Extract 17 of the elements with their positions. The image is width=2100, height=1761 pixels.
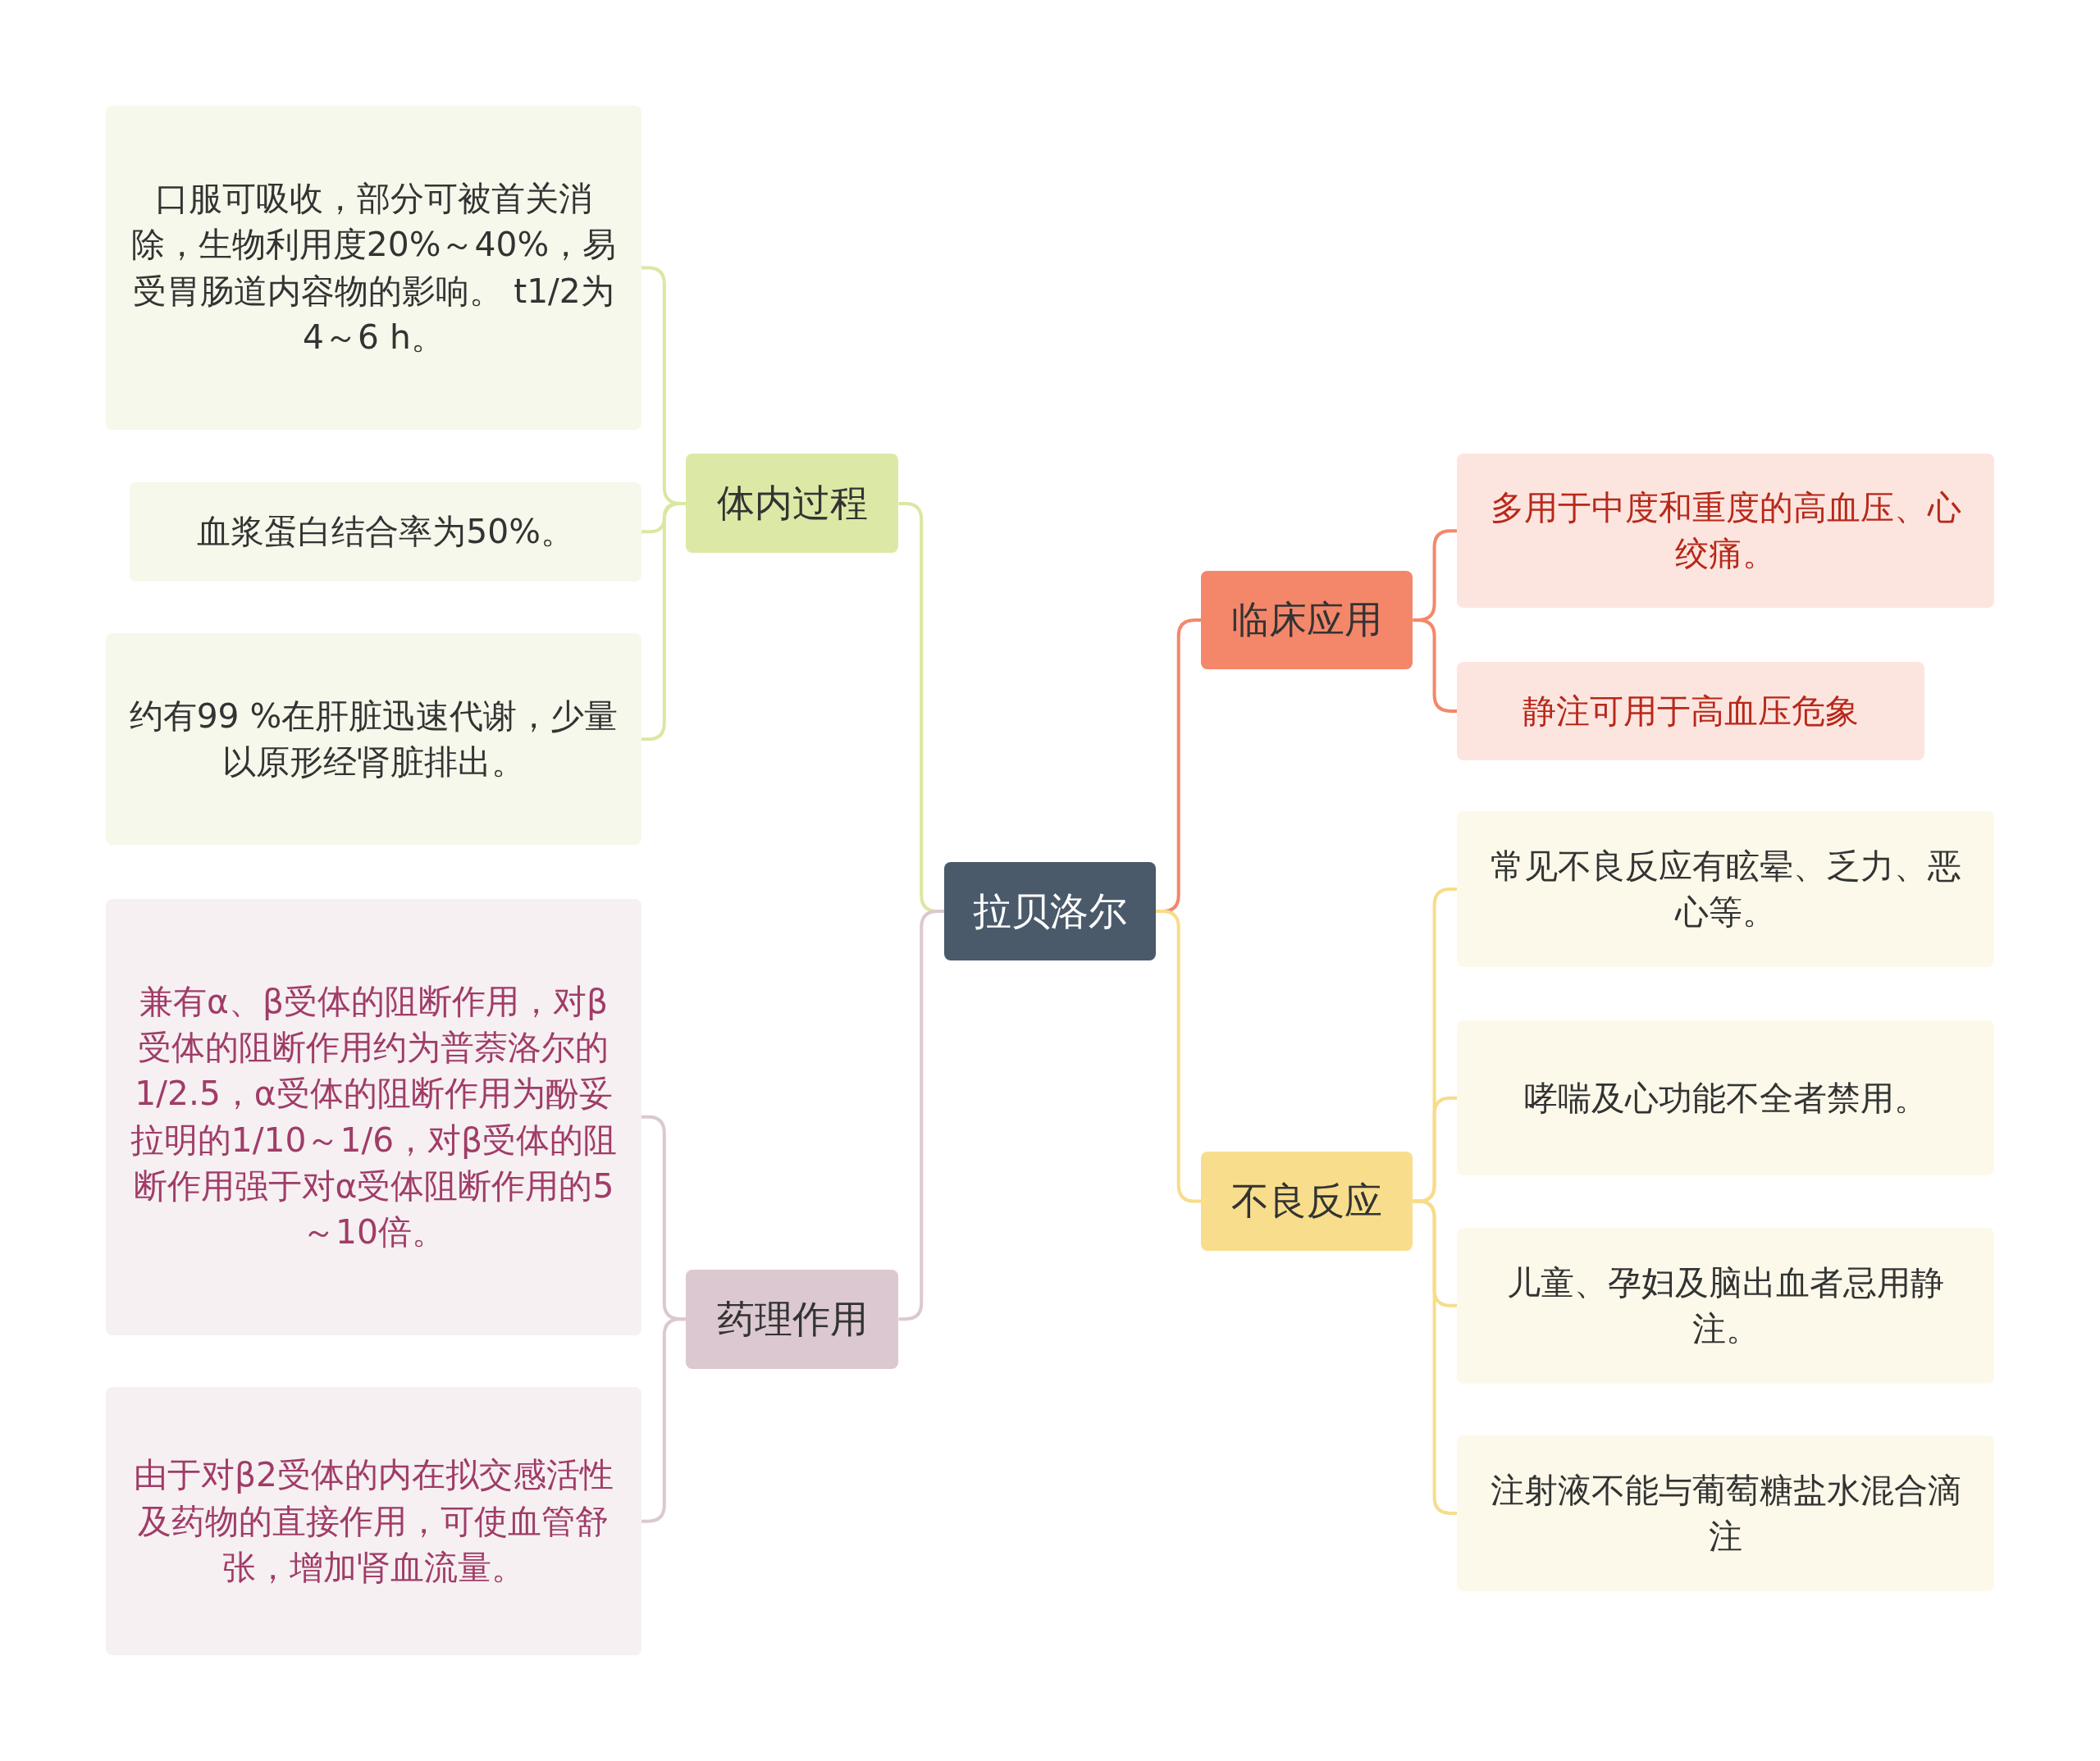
note-box: 血浆蛋白结合率为50%。 — [130, 481, 642, 582]
note-box: 约有99 %在肝脏迅速代谢，少量以原形经肾脏排出。 — [105, 633, 641, 846]
note-box: 注射液不能与葡萄糖盐水混合滴注 — [1457, 1435, 1994, 1591]
topic-box: 拉贝洛尔 — [944, 862, 1156, 960]
note-box: 哮喘及心功能不全者禁用。 — [1457, 1020, 1994, 1176]
branch-box: 临床应用 — [1201, 570, 1413, 670]
note-box: 静注可用于高血压危象 — [1457, 661, 1925, 761]
note-box: 常见不良反应有眩晕、乏力、恶心等。 — [1457, 811, 1994, 967]
note-box: 由于对β2受体的内在拟交感活性及药物的直接作用，可使血管舒张，增加肾血流量。 — [105, 1387, 641, 1655]
connector-line — [641, 1317, 686, 1523]
note-box: 兼有α、β受体的阻断作用，对β受体的阻断作用约为普萘洛尔的1/2.5，α受体的阻断作用为酚妥拉明的1/10～1/6，对β受体的阻断作用强于对α受体阻断作用的5～10倍。 — [105, 898, 641, 1335]
note-box: 儿童、孕妇及脑出血者忌用静注。 — [1457, 1228, 1994, 1384]
note-box: 多用于中度和重度的高血压、心绞痛。 — [1457, 454, 1994, 609]
note-box: 口服可吸收，部分可被首关消除，生物利用度20%～40%，易受胃肠道内容物的影响。 t1/2为4～6 h。 — [105, 105, 641, 431]
branch-box: 不良反应 — [1201, 1152, 1413, 1251]
branch-box: 药理作用 — [685, 1269, 899, 1369]
branch-box: 体内过程 — [685, 454, 899, 554]
